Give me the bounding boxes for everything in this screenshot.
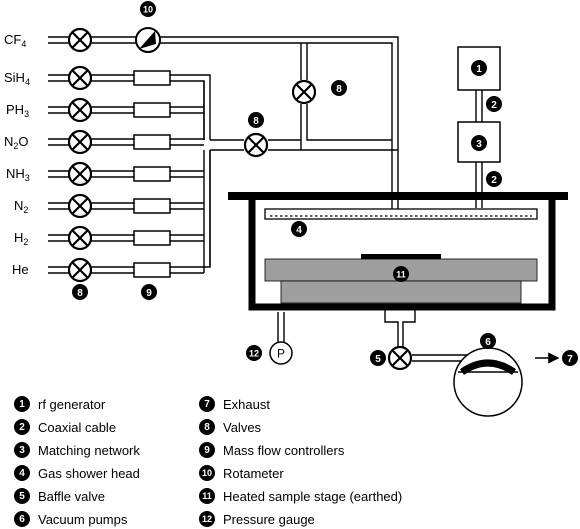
valve-h2 [67, 225, 93, 251]
chamber [228, 192, 568, 311]
svg-text:P: P [277, 347, 285, 361]
marker-mfc: 9 [141, 284, 157, 300]
rotameter [135, 27, 161, 53]
valve-nh3 [67, 161, 93, 187]
svg-text:10: 10 [143, 5, 153, 15]
valve-baffle [387, 345, 413, 371]
marker-valve-cf4: 8 [331, 80, 347, 96]
valve-cf4-branch [291, 79, 317, 105]
valves [67, 27, 413, 371]
valve-n2o [67, 129, 93, 155]
svg-text:11: 11 [396, 270, 406, 280]
svg-text:3: 3 [476, 139, 482, 150]
rf-generator-box [457, 46, 501, 91]
svg-text:2: 2 [491, 175, 497, 186]
svg-text:12: 12 [249, 349, 259, 359]
marker-rf-generator: 1 [471, 60, 487, 76]
svg-text:8: 8 [336, 84, 342, 95]
marker-cable-upper: 2 [486, 96, 502, 112]
gas-label-h2: H2 [14, 230, 29, 247]
svg-text:8: 8 [77, 288, 83, 299]
marker-cable-lower: 2 [486, 171, 502, 187]
gas-label-ph3: PH3 [6, 102, 30, 119]
svg-text:8: 8 [253, 116, 259, 127]
svg-text:6: 6 [485, 337, 491, 348]
marker-shower-head: 4 [291, 221, 307, 237]
gas-label-nh3: NH3 [6, 166, 30, 183]
marker-pump: 6 [480, 333, 496, 349]
marker-pressure-gauge: 12 [246, 345, 262, 361]
marker-matching: 3 [471, 135, 487, 151]
svg-text:2: 2 [491, 100, 497, 111]
diagram-markers: 1 2 3 2 4 5 6 7 8 8 8 9 10 11 12 [72, 1, 578, 366]
svg-text:5: 5 [375, 354, 381, 365]
gas-label-n2: N2 [14, 198, 29, 215]
svg-text:9: 9 [146, 288, 152, 299]
valve-he [67, 257, 93, 283]
marker-valves-bottom: 8 [72, 284, 88, 300]
pressure-gauge: P [269, 341, 293, 365]
valve-sih4 [67, 65, 93, 91]
gas-label-sih4: SiH4 [4, 70, 30, 87]
gas-shower-head [264, 208, 538, 220]
marker-sample-stage: 11 [393, 266, 409, 282]
gas-label-n2o: N2O [4, 134, 29, 151]
valve-ph3 [67, 97, 93, 123]
valve-cf4 [67, 27, 93, 53]
marker-rotameter: 10 [140, 1, 156, 17]
vacuum-pump [453, 347, 523, 417]
gas-label-he: He [12, 262, 29, 277]
gas-label-cf4: CF4 [4, 32, 27, 49]
valve-n2 [67, 193, 93, 219]
svg-text:4: 4 [296, 225, 302, 236]
svg-text:1: 1 [476, 64, 482, 75]
mass-flow-controllers [133, 70, 171, 278]
svg-text:7: 7 [567, 354, 573, 365]
marker-exhaust: 7 [562, 350, 578, 366]
sample-wafer [361, 254, 441, 259]
valve-manifold [243, 132, 269, 158]
marker-valve-manifold: 8 [248, 112, 264, 128]
marker-baffle: 5 [370, 350, 386, 366]
